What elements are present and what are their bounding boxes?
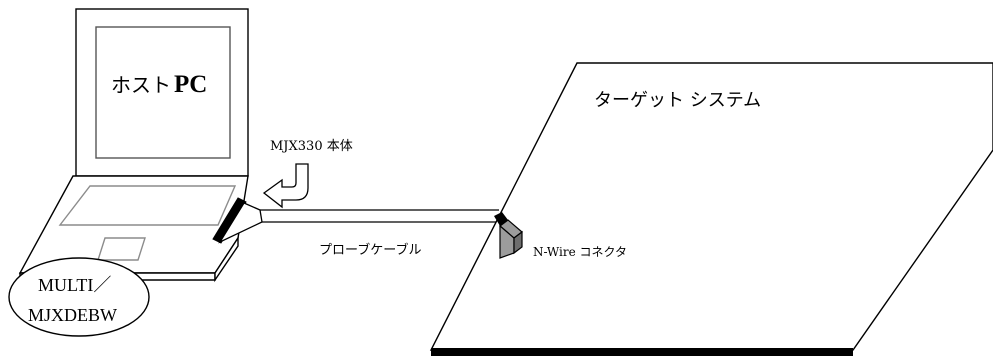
target-board-surface: [429, 62, 993, 351]
laptop-screen: [75, 8, 249, 177]
target-system-label: ターゲット システム: [594, 90, 762, 111]
laptop-base-side: [214, 235, 239, 283]
nwire-connector-label: N-Wire コネクタ: [533, 245, 628, 259]
host-pc-kana: ホスト: [111, 73, 171, 97]
software-label-line2: MJXDEBW: [28, 305, 117, 325]
mjx330-label: MJX330 本体: [270, 139, 353, 154]
host-pc-pc: PC: [174, 71, 208, 98]
pointer-arrow-icon: [262, 163, 309, 209]
software-ellipse: [8, 257, 150, 337]
software-label-line1: MULTI／: [38, 275, 112, 295]
laptop-keyboard: [58, 185, 237, 226]
target-board: [429, 62, 993, 356]
mjx330-body: [212, 197, 247, 244]
connector-side: [513, 230, 523, 255]
laptop-display: [95, 26, 231, 159]
probe-cable-label: プローブケーブル: [319, 243, 422, 258]
cable-plug: [494, 212, 508, 226]
probe-cable: [260, 209, 499, 223]
nwire-connector: [494, 212, 523, 259]
laptop-touchpad: [97, 237, 146, 261]
target-board-edge: [431, 348, 853, 356]
